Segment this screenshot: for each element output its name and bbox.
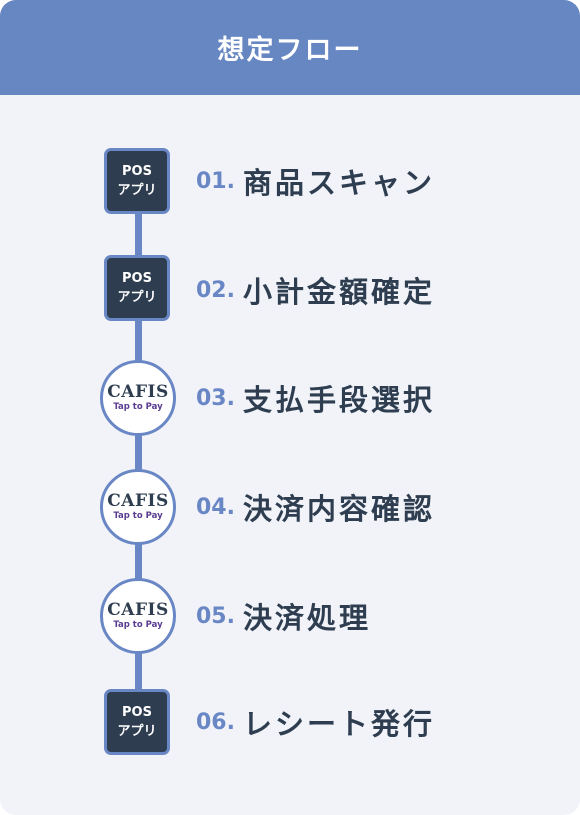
step-text: 決済内容確認: [242, 492, 435, 526]
step-number: 01.: [196, 168, 235, 194]
step-number: 06.: [196, 709, 235, 735]
badge-line2: アプリ: [117, 724, 157, 739]
header-title: 想定フロー: [217, 35, 363, 66]
cafis-tap-to-pay-badge: CAFIS Tap to Pay: [100, 469, 176, 545]
pos-app-badge: POS アプリ: [104, 689, 170, 755]
step-label: 06. レシート発行: [196, 682, 435, 762]
cafis-logo: CAFIS: [107, 491, 169, 511]
step-number: 03.: [196, 385, 235, 411]
step-text: 支払手段選択: [242, 383, 435, 417]
step-label: 01. 商品スキャン: [196, 141, 435, 221]
flow-step-01: POS アプリ 01. 商品スキャン: [0, 141, 580, 221]
step-text: 商品スキャン: [242, 166, 435, 200]
cafis-logo: CAFIS: [107, 382, 169, 402]
step-text: 決済処理: [242, 601, 371, 635]
step-label: 05. 決済処理: [196, 576, 371, 656]
cafis-tap-to-pay-badge: CAFIS Tap to Pay: [100, 360, 176, 436]
cafis-subtitle: Tap to Pay: [113, 511, 163, 521]
step-number: 05.: [196, 603, 235, 629]
step-text: 小計金額確定: [242, 275, 435, 309]
flow-step-03: CAFIS Tap to Pay 03. 支払手段選択: [0, 358, 580, 438]
flow-step-06: POS アプリ 06. レシート発行: [0, 682, 580, 762]
step-label: 02. 小計金額確定: [196, 250, 435, 330]
step-number: 04.: [196, 494, 235, 520]
badge-line1: POS: [122, 164, 152, 179]
cafis-subtitle: Tap to Pay: [113, 402, 163, 412]
header-bar: 想定フロー: [0, 0, 580, 95]
pos-app-badge: POS アプリ: [104, 148, 170, 214]
badge-line2: アプリ: [117, 290, 157, 305]
flow-step-02: POS アプリ 02. 小計金額確定: [0, 250, 580, 330]
flow-step-04: CAFIS Tap to Pay 04. 決済内容確認: [0, 467, 580, 547]
cafis-logo: CAFIS: [107, 600, 169, 620]
step-number: 02.: [196, 277, 235, 303]
badge-line2: アプリ: [117, 183, 157, 198]
step-label: 03. 支払手段選択: [196, 358, 435, 438]
cafis-subtitle: Tap to Pay: [113, 620, 163, 630]
step-label: 04. 決済内容確認: [196, 467, 435, 547]
pos-app-badge: POS アプリ: [104, 255, 170, 321]
badge-line1: POS: [122, 705, 152, 720]
timeline-connector: [135, 200, 142, 710]
flow-step-05: CAFIS Tap to Pay 05. 決済処理: [0, 576, 580, 656]
step-text: レシート発行: [242, 707, 435, 741]
badge-line1: POS: [122, 271, 152, 286]
cafis-tap-to-pay-badge: CAFIS Tap to Pay: [100, 578, 176, 654]
